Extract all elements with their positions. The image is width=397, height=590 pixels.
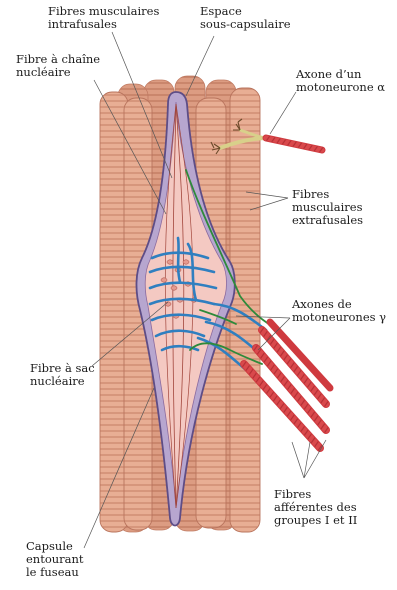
label-extrafusal-fibers: Fibres musculaires extrafusales	[292, 188, 363, 227]
label-afferent-fibers: Fibres afférentes des groupes I et II	[274, 488, 357, 527]
label-subcapsular-space: Espace sous-capsulaire	[200, 5, 291, 31]
label-alpha-motor-axon: Axone d’un motoneurone α	[296, 68, 385, 94]
label-nuclear-chain-fiber: Fibre à chaîne nucléaire	[16, 53, 100, 79]
label-nuclear-bag-fiber: Fibre à sac nucléaire	[30, 362, 95, 388]
label-gamma-motor-axons: Axones de motoneurones γ	[292, 298, 386, 324]
label-capsule: Capsule entourant le fuseau	[26, 540, 84, 579]
label-intrafusal-fibers: Fibres musculaires intrafusales	[48, 5, 159, 31]
